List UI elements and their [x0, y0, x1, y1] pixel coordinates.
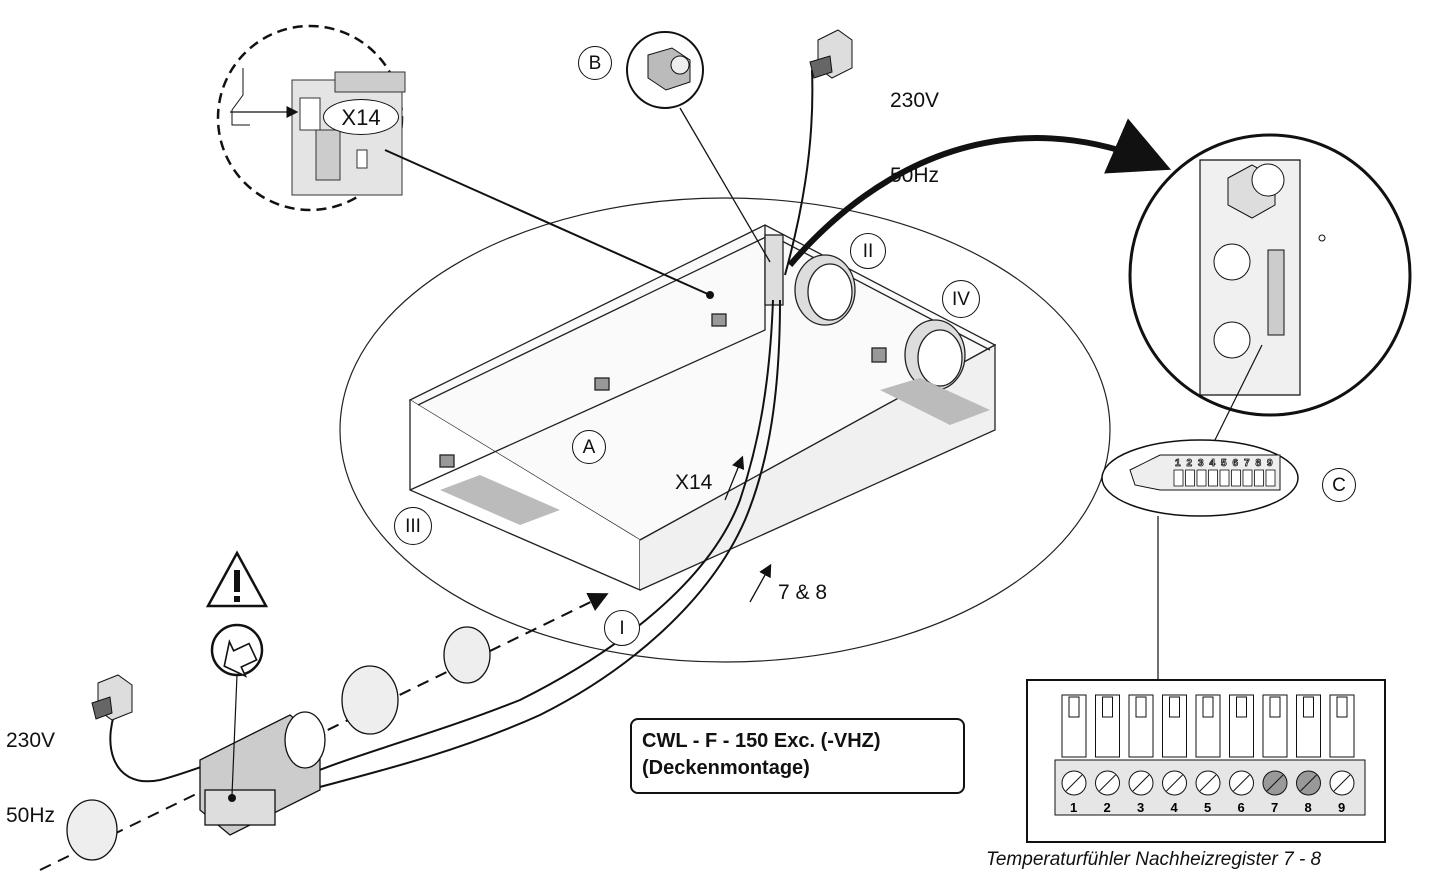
screw-slot-line	[1266, 774, 1284, 792]
connector-pin	[1173, 469, 1184, 487]
connector-pin-number: 7	[1244, 458, 1250, 469]
connector-pin-number: 3	[1198, 458, 1204, 469]
connector-pin-number: 5	[1221, 458, 1227, 469]
marker-ii: II	[850, 233, 886, 269]
terminal-slot	[1303, 696, 1314, 718]
connector-pin	[1254, 469, 1264, 487]
terminal-number: 6	[1238, 800, 1245, 815]
terminal-number: 4	[1171, 800, 1179, 815]
terminal-slot	[1269, 696, 1281, 718]
terminal-slot	[1236, 696, 1247, 718]
flow-icon-dot	[228, 794, 236, 802]
terminal-number: 2	[1104, 800, 1111, 815]
terminal-number: 8	[1305, 800, 1312, 815]
screw-slot-line	[1233, 774, 1250, 792]
flow-direction-arrow-icon	[210, 623, 264, 678]
marker-iii: III	[394, 507, 432, 545]
connector-pin	[1219, 469, 1230, 487]
connector-pin-number: 9	[1267, 458, 1273, 469]
marker-i: I	[604, 610, 640, 646]
detail-pointer-arrow	[787, 118, 1172, 267]
x14-arrow-label: X14	[675, 471, 713, 494]
c-leader-line	[1209, 344, 1263, 451]
unit-outline-ellipse	[339, 197, 1111, 663]
power-voltage: 230V	[6, 729, 56, 752]
x14-leader-dot	[706, 291, 714, 299]
terminal-number: 1	[1070, 800, 1077, 815]
airflow-axis	[39, 593, 609, 871]
x14-terminal-tag: X14	[323, 99, 399, 135]
power-label-top: 230V 50Hz	[890, 38, 939, 213]
screw-slot-line	[1300, 774, 1317, 792]
power-socket-icon	[91, 674, 133, 721]
terminal-arrow-icon	[749, 563, 772, 603]
model-title: CWL - F - 150 Exc. (-VHZ)	[642, 730, 881, 752]
c-detail-circle	[1128, 133, 1412, 417]
screw-slot-line	[1065, 774, 1083, 792]
connector-pin-number: 2	[1187, 458, 1193, 469]
x14-arrow-icon	[724, 455, 745, 501]
terminal-number: 9	[1338, 800, 1345, 815]
terminal-arrow-label: 7 & 8	[778, 581, 828, 604]
terminal-slot	[1068, 696, 1080, 718]
marker-iv: IV	[942, 280, 980, 318]
marker-b: B	[578, 46, 612, 80]
b-leader-line	[679, 107, 771, 263]
model-title-box: CWL - F - 150 Exc. (-VHZ) (Deckenmontage…	[630, 718, 965, 794]
connector-pin-number: 1	[1175, 458, 1181, 469]
terminal-number: 5	[1204, 800, 1211, 815]
connector-pin	[1208, 469, 1218, 487]
terminal-number: 7	[1271, 800, 1278, 815]
power-voltage: 230V	[890, 89, 940, 112]
connector-pin	[1185, 469, 1195, 487]
connector-pin-number: 8	[1256, 458, 1262, 469]
x14-detail-circle	[216, 24, 406, 212]
connector-pin	[1231, 469, 1241, 487]
screw-slot-line	[1333, 774, 1351, 792]
terminal-caption: Temperaturfühler Nachheizregister 7 - 8	[986, 849, 1322, 870]
terminal-block: 1 2 3 4 5 6 7 8 9	[1026, 679, 1386, 843]
connector-pin	[1265, 469, 1276, 487]
connector-pin-number: 4	[1210, 458, 1216, 469]
x14-leader-line	[384, 149, 711, 296]
terminal-slot	[1169, 696, 1180, 718]
warning-triangle-icon	[205, 550, 269, 608]
terminal-slot	[1102, 696, 1113, 718]
duct-components	[66, 626, 491, 861]
model-subtitle: (Deckenmontage)	[642, 757, 810, 779]
screw-slot-line	[1132, 774, 1150, 792]
screw-slot-line	[1099, 774, 1116, 792]
screw-slot-line	[1199, 774, 1217, 792]
terminal-slot	[1202, 696, 1214, 718]
ventilation-unit	[408, 224, 997, 591]
power-frequency: 50Hz	[6, 804, 56, 827]
connector-pin	[1196, 469, 1207, 487]
screw-slot-line	[1166, 774, 1183, 792]
power-frequency: 50Hz	[890, 164, 940, 187]
terminal-number: 3	[1137, 800, 1144, 815]
marker-a: A	[572, 430, 606, 464]
power-socket-icon	[809, 29, 853, 79]
flow-icon-leader	[231, 674, 238, 796]
terminal-slot	[1336, 696, 1348, 718]
b-detail-circle	[626, 31, 704, 109]
connector-pin-number: 6	[1233, 458, 1239, 469]
connector-pin	[1242, 469, 1253, 487]
terminal-slot	[1135, 696, 1147, 718]
marker-c: C	[1322, 468, 1356, 502]
power-label-left: 230V 50Hz	[6, 678, 55, 853]
